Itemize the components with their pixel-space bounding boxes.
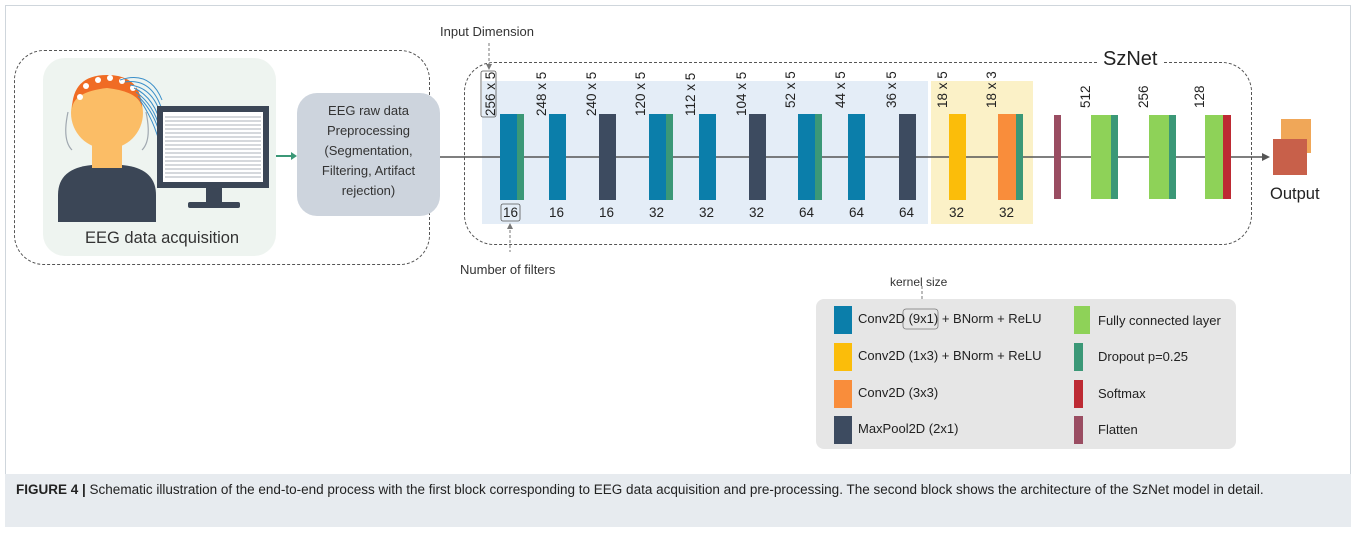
person-icon [58,75,156,222]
input-dimension-highlight [480,70,497,118]
legend-conv-label: Conv2D (9x1) + BNorm + ReLU [858,311,1042,326]
legend-dropout-label: Dropout p=0.25 [1098,349,1188,364]
kernel-size-label: kernel size [890,275,948,289]
maxpool-layer-2 [749,114,766,200]
filter-count: 16 [503,205,519,220]
conv-layer-3 [649,114,673,200]
legend-conv33-label: Conv2D (3x3) [858,385,939,400]
filter-count: 32 [949,205,965,220]
filter-count: 32 [999,205,1015,220]
legend-conv-kernel: (9x1) [908,311,939,326]
input-dimension-label: Input Dimension [440,24,534,39]
number-of-filters-label: Number of filters [460,262,556,277]
legend-softmax-label: Softmax [1098,386,1146,401]
legend-swatch-maxpool [834,416,852,444]
filter-count: 32 [649,205,665,220]
filter-count: 16 [599,205,615,220]
filter-count: 64 [849,205,865,220]
maxpool-layer-3 [899,114,916,200]
legend-swatch-flatten [1074,416,1083,444]
filter-count: 32 [699,205,715,220]
conv-layer-6 [848,114,865,200]
number-of-filters-highlight [500,203,521,222]
maxpool-layer-1 [599,114,616,200]
conv-layer-4 [699,114,716,200]
legend-swatch-softmax [1074,380,1083,408]
caption-bar [5,474,1351,527]
filter-count: 16 [549,205,565,220]
preprocessing-box [297,93,440,216]
caption-text: Schematic illustration of the end-to-end… [85,482,1264,497]
conv-layer-5 [798,114,822,200]
legend-flatten-label: Flatten [1098,422,1138,437]
figure-caption: FIGURE 4 | Schematic illustration of the… [16,480,1336,500]
output-icon [1273,119,1311,175]
legend [816,299,1236,449]
conv-layer-1 [500,114,524,200]
acquisition-label: EEG data acquisition [85,229,240,247]
caption-label: FIGURE 4 | [16,482,86,497]
fc-layer-512 [1091,115,1118,199]
sznet-dashed-border [464,62,1252,245]
preprocessing-line-2: Preprocessing [326,123,411,138]
filter-count: 32 [749,205,765,220]
preprocessing-text: EEG raw data Preprocessing (Segmentation… [297,101,440,201]
preprocessing-line-5: rejection) [341,183,396,198]
legend-swatch-conv33 [834,380,852,408]
legend-conv-suffix: + BNorm + ReLU [941,311,1042,326]
preprocessing-line-4: Filtering, Artifact [321,163,416,178]
preprocessing-line-1: EEG raw data [328,103,409,118]
legend-swatch-fc [1074,306,1090,334]
monitor-icon [157,106,269,208]
legend-conv-text: Conv2D [858,311,905,326]
kernel-size-highlight [902,308,939,330]
legend-conv13-label: Conv2D (1x3) + BNorm + ReLU [858,348,1042,363]
fc-layer-256 [1149,115,1176,199]
sznet-title: SzNet [1098,48,1163,71]
filter-count: 64 [899,205,915,220]
legend-swatch-conv [834,306,852,334]
conv13-layer [949,114,966,200]
filter-count: 64 [799,205,815,220]
legend-swatch-dropout [1074,343,1083,371]
legend-fc-label: Fully connected layer [1098,313,1221,328]
flatten-layer [1054,115,1061,199]
preprocessing-line-3: (Segmentation, [324,143,413,158]
conv33-layer [998,114,1023,200]
legend-maxpool-label: MaxPool2D (2x1) [858,421,959,436]
output-label: Output [1270,185,1320,203]
conv-layer-2 [549,114,566,200]
legend-swatch-conv13 [834,343,852,371]
fc-layer-128 [1205,115,1231,199]
